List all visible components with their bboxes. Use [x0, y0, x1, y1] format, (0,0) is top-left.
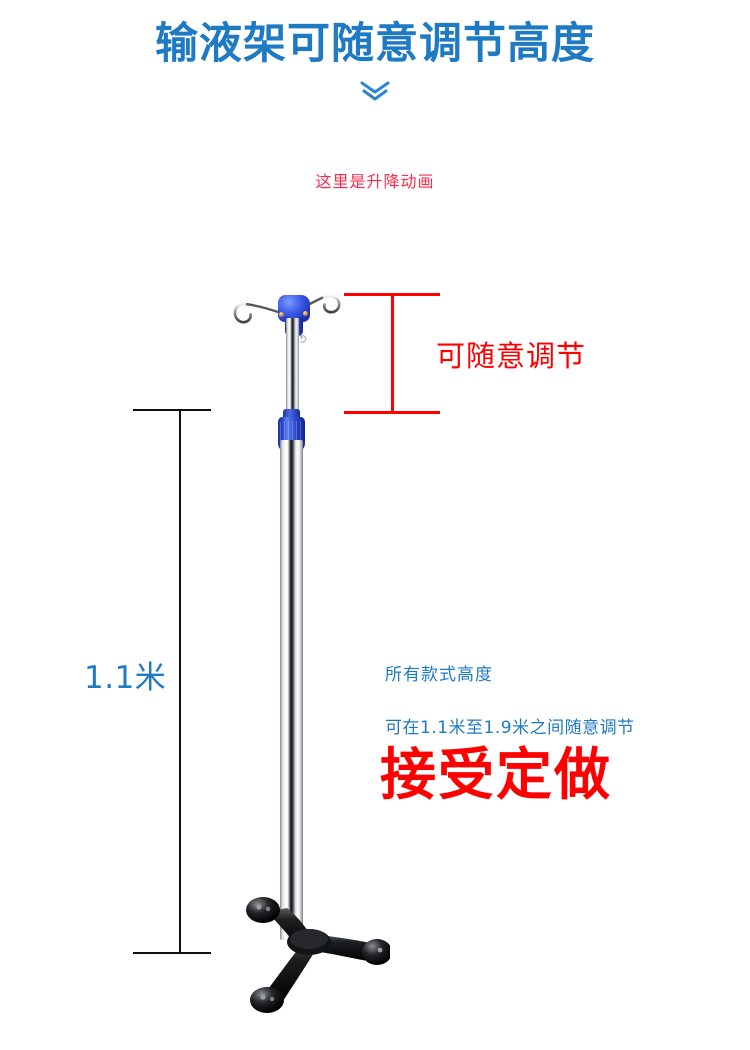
- height-adjust-collar: [277, 409, 306, 451]
- collar-neck: [283, 409, 300, 423]
- hub-screw-right: [303, 311, 308, 316]
- bracket-stem: [391, 293, 394, 414]
- adjustable-range-label: 可随意调节: [436, 339, 587, 373]
- black-tripod-base: [225, 878, 390, 1018]
- chrome-iv-hooks-icon: [232, 286, 344, 344]
- page-title: 输液架可随意调节高度: [155, 19, 595, 69]
- base-height-label: 1.1米: [84, 660, 167, 696]
- hub-screw-left: [279, 312, 284, 317]
- chrome-outer-pole: [280, 440, 303, 940]
- hub-neck: [285, 317, 303, 336]
- telescoping-inner-pole: [286, 318, 299, 422]
- collar-body: [278, 417, 305, 451]
- bracket-top-tick: [133, 409, 211, 411]
- animation-caption: 这里是升降动画: [315, 172, 435, 191]
- spec-line-1: 所有款式高度: [385, 665, 493, 685]
- chevron-down-icon: [0, 78, 750, 104]
- custom-order-headline: 接受定做: [380, 743, 612, 808]
- spec-line-2: 可在1.1米至1.9米之间随意调节: [385, 718, 635, 738]
- collar-grip-ribs: [280, 421, 303, 449]
- bracket-bottom-tick: [133, 952, 211, 954]
- blue-top-hub: [275, 295, 313, 337]
- bracket-stem: [179, 409, 181, 954]
- base-height-bracket: [133, 409, 211, 954]
- bracket-bottom-tick: [344, 411, 440, 414]
- hub-cap: [278, 295, 310, 322]
- adjustable-range-bracket: [344, 293, 442, 417]
